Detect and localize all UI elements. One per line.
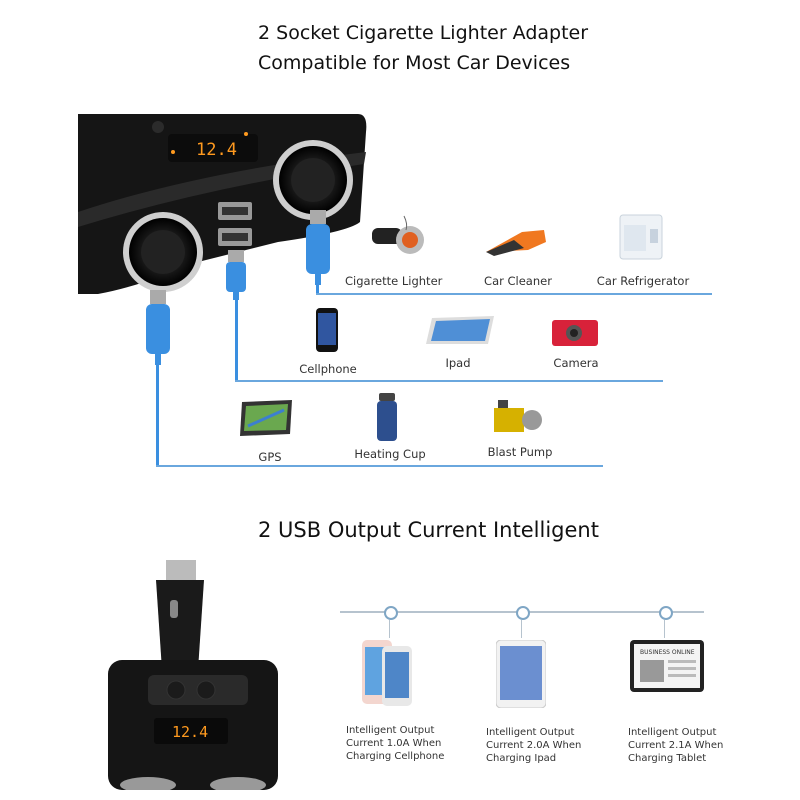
air-pump-icon (488, 398, 544, 438)
output-description-1: Intelligent Output Current 1.0A When Cha… (346, 724, 444, 763)
device-label-gps: GPS (258, 450, 282, 464)
row3-line (156, 465, 603, 467)
device-label-heating-cup: Heating Cup (354, 447, 426, 461)
title-line-1: 2 Socket Cigarette Lighter Adapter (258, 22, 589, 44)
camera-icon (552, 320, 598, 346)
cigarette-lighter-icon (370, 212, 430, 262)
connector-dot-2 (516, 606, 530, 620)
device-label-blast-pump: Blast Pump (487, 445, 553, 459)
section2-heading: 2 USB Output Current Intelligent (258, 518, 599, 542)
page-title: 2 Socket Cigarette Lighter Adapter Compa… (258, 18, 588, 78)
cellphone-icon (316, 308, 338, 352)
device-label-ipad: Ipad (445, 356, 471, 370)
row1-line (316, 293, 712, 295)
output-1-line-2: Current 1.0A When (346, 738, 442, 749)
device-label-car-refrigerator: Car Refrigerator (596, 274, 690, 288)
connector-drop-1 (389, 620, 390, 638)
car-vacuum-icon (484, 222, 548, 258)
output-description-2: Intelligent Output Current 2.0A When Cha… (486, 726, 581, 765)
gps-icon (238, 398, 296, 440)
output-2-line-2: Current 2.0A When (486, 740, 582, 751)
output-3-line-1: Intelligent Output (628, 727, 717, 738)
adapter-display: 12.4 (196, 140, 237, 160)
device-label-camera: Camera (553, 356, 599, 370)
tablet-news-icon: BUSINESS ONLINE (630, 640, 704, 692)
connector-drop-2 (521, 620, 522, 638)
heating-cup-icon (375, 393, 399, 443)
output-2-line-1: Intelligent Output (486, 727, 575, 738)
device-label-cellphone: Cellphone (299, 362, 357, 376)
row2-line (235, 380, 663, 382)
car-fridge-icon (618, 213, 666, 263)
cable-1 (316, 282, 319, 294)
connector-drop-3 (664, 620, 665, 638)
device-label-cigarette-lighter: Cigarette Lighter (345, 274, 443, 288)
output-description-3: Intelligent Output Current 2.1A When Cha… (628, 726, 723, 765)
adapter-device-bottom-image: 12.4 (108, 560, 278, 790)
adapter-device-image: 12.4 (78, 112, 368, 302)
device-label-car-cleaner: Car Cleaner (484, 274, 552, 288)
bottom-display: 12.4 (172, 723, 208, 741)
output-3-line-2: Current 2.1A When (628, 740, 724, 751)
cable-3 (156, 362, 159, 466)
tablet-screen-text: BUSINESS ONLINE (640, 649, 695, 656)
cable-2 (235, 298, 238, 382)
title-line-2: Compatible for Most Car Devices (258, 52, 571, 74)
iphone-icon (362, 640, 418, 708)
connector-dot-1 (384, 606, 398, 620)
usb-plug (223, 250, 249, 300)
output-1-line-1: Intelligent Output (346, 725, 435, 736)
output-1-line-3: Charging Cellphone (346, 751, 445, 762)
cigarette-plug-left (140, 290, 176, 365)
connector-dot-3 (659, 606, 673, 620)
cigarette-plug-right (300, 210, 336, 285)
output-2-line-3: Charging Ipad (486, 753, 557, 764)
output-3-line-3: Charging Tablet (628, 753, 707, 764)
tablet-icon (424, 314, 496, 346)
ipad-icon (496, 640, 546, 708)
